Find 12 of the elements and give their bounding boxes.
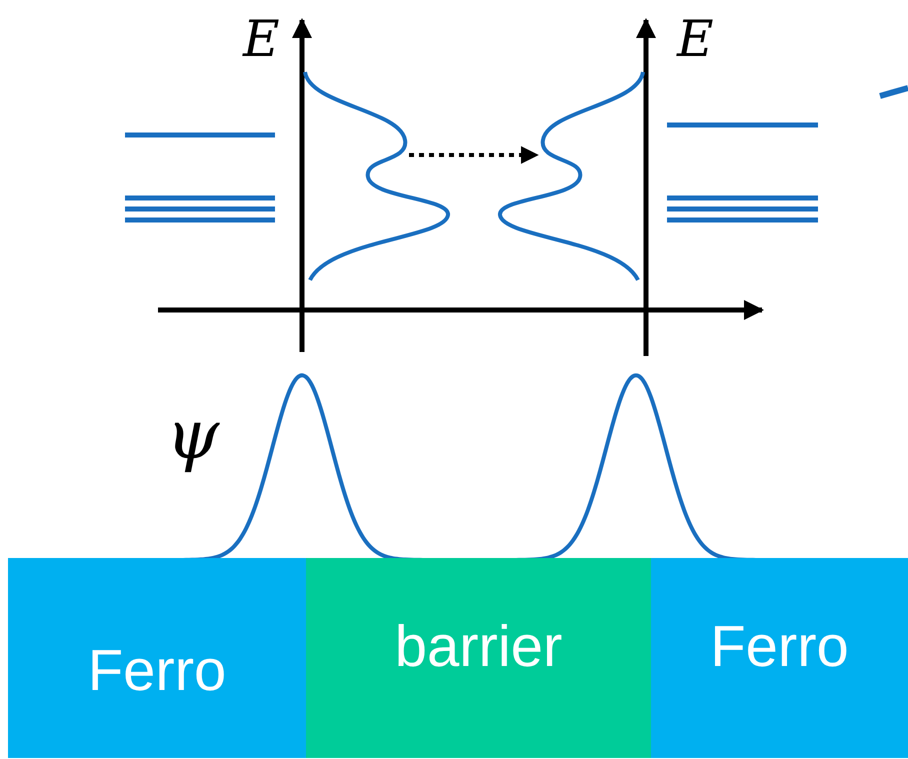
material-layer bbox=[306, 558, 651, 758]
density-of-states-curve bbox=[498, 71, 645, 282]
material-layer bbox=[651, 558, 908, 758]
layer-label: Ferro bbox=[88, 636, 226, 704]
axis-label: E bbox=[243, 14, 280, 64]
density-of-states-curve bbox=[303, 71, 450, 282]
tunneling-arrow bbox=[409, 146, 539, 164]
material-layer bbox=[8, 558, 306, 758]
wavefunction-label: ψ bbox=[166, 402, 220, 470]
axis-label: E bbox=[677, 14, 714, 64]
layer-label: barrier bbox=[394, 612, 562, 680]
layer-label: Ferro bbox=[710, 612, 849, 680]
